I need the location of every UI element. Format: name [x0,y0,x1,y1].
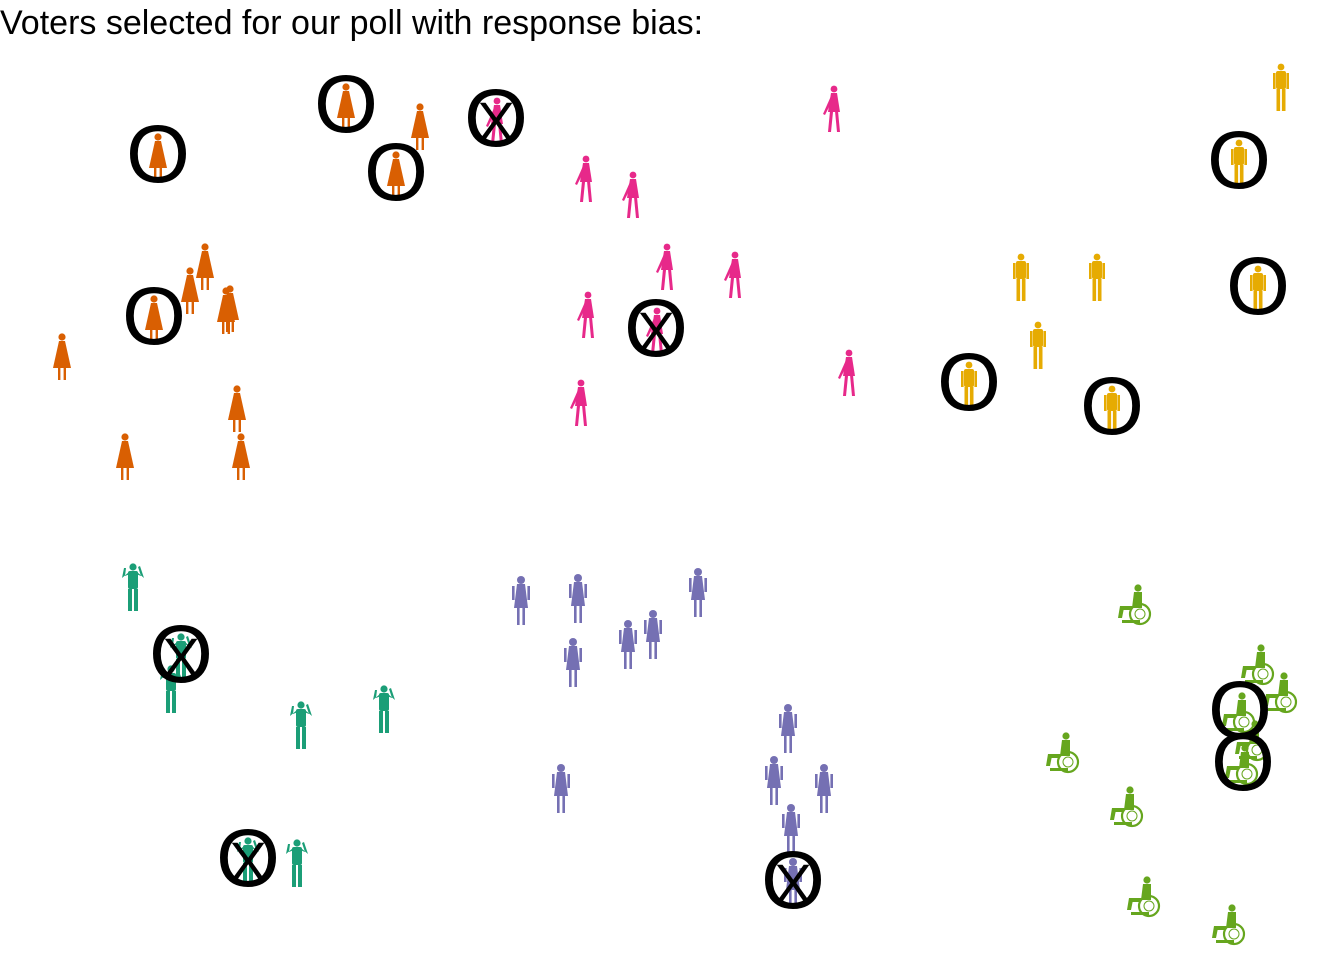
response-marker: O [1226,241,1290,332]
response-marker: O [761,835,825,926]
page-title: Voters selected for our poll with respon… [0,4,704,42]
walking-woman-icon [622,171,639,218]
response-marker: O [126,109,190,200]
woman-dress-icon [232,433,250,480]
woman-dress-icon [411,103,429,150]
response-marker: O [1208,665,1272,756]
woman-dress-icon [337,83,355,130]
woman-standing-icon [644,610,662,659]
saluting-person-icon [122,563,144,611]
response-marker: O [314,59,378,150]
woman-standing-icon [552,764,570,813]
standing-person-icon [1089,253,1105,301]
woman-standing-icon [689,568,707,617]
woman-standing-icon [779,704,797,753]
refusal-marker: X [637,300,674,363]
wheelchair-user-icon [1225,744,1259,786]
response-marker: O [122,271,186,362]
saluting-person-icon [373,685,395,733]
walking-woman-icon [570,379,587,426]
refusal-marker: X [774,852,811,915]
woman-standing-icon [569,574,587,623]
response-marker: O [1211,717,1275,808]
refusal-marker: X [477,90,514,153]
walking-woman-icon [575,155,592,202]
saluting-person-icon [286,839,308,887]
saluting-person-icon [160,665,182,713]
wheelchair-user-icon [1118,584,1152,626]
woman-standing-icon [512,576,530,625]
standing-person-icon [1231,139,1247,187]
woman-standing-icon [619,620,637,669]
wheelchair-user-icon [1241,644,1275,686]
woman-standing-icon [564,638,582,687]
wheelchair-user-icon [1212,904,1246,946]
standing-person-icon [1250,265,1266,313]
standing-person-icon [1030,321,1046,369]
response-marker: O [1080,361,1144,452]
woman-standing-icon [815,764,833,813]
woman-dress-icon [196,243,214,290]
refusal-marker: X [229,830,266,893]
response-marker: O [1207,115,1271,206]
woman-dress-icon [387,151,405,198]
woman-dress-icon [116,433,134,480]
wheelchair-user-icon [1110,786,1144,828]
woman-standing-icon [784,858,802,907]
response-marker: O [937,337,1001,428]
response-marker: O [364,127,428,218]
woman-standing-icon [765,756,783,805]
standing-person-icon [1273,63,1289,111]
walking-woman-icon [577,291,594,338]
woman-dress-icon [217,287,235,334]
wheelchair-user-icon [1264,672,1298,714]
saluting-person-icon [290,701,312,749]
woman-standing-icon [782,804,800,853]
standing-person-icon [961,361,977,409]
walking-woman-icon [838,349,855,396]
wheelchair-user-icon [1127,876,1161,918]
standing-person-icon [1104,385,1120,433]
walking-woman-icon [724,251,741,298]
woman-dress-icon [149,133,167,180]
response-marker: O [216,813,280,904]
standing-person-icon [1013,253,1029,301]
refusal-marker: X [162,626,199,689]
woman-dress-icon [181,267,199,314]
wheelchair-user-icon [1046,732,1080,774]
walking-woman-icon [486,97,503,144]
walking-woman-icon [656,243,673,290]
saluting-person-icon [237,837,259,885]
walking-woman-icon [823,85,840,132]
response-marker: O [624,283,688,374]
response-marker: O [464,73,528,164]
woman-dress-icon [53,333,71,380]
woman-dress-icon [145,295,163,342]
woman-dress-icon [228,385,246,432]
response-marker: O [149,609,213,700]
walking-woman-icon [646,307,663,354]
